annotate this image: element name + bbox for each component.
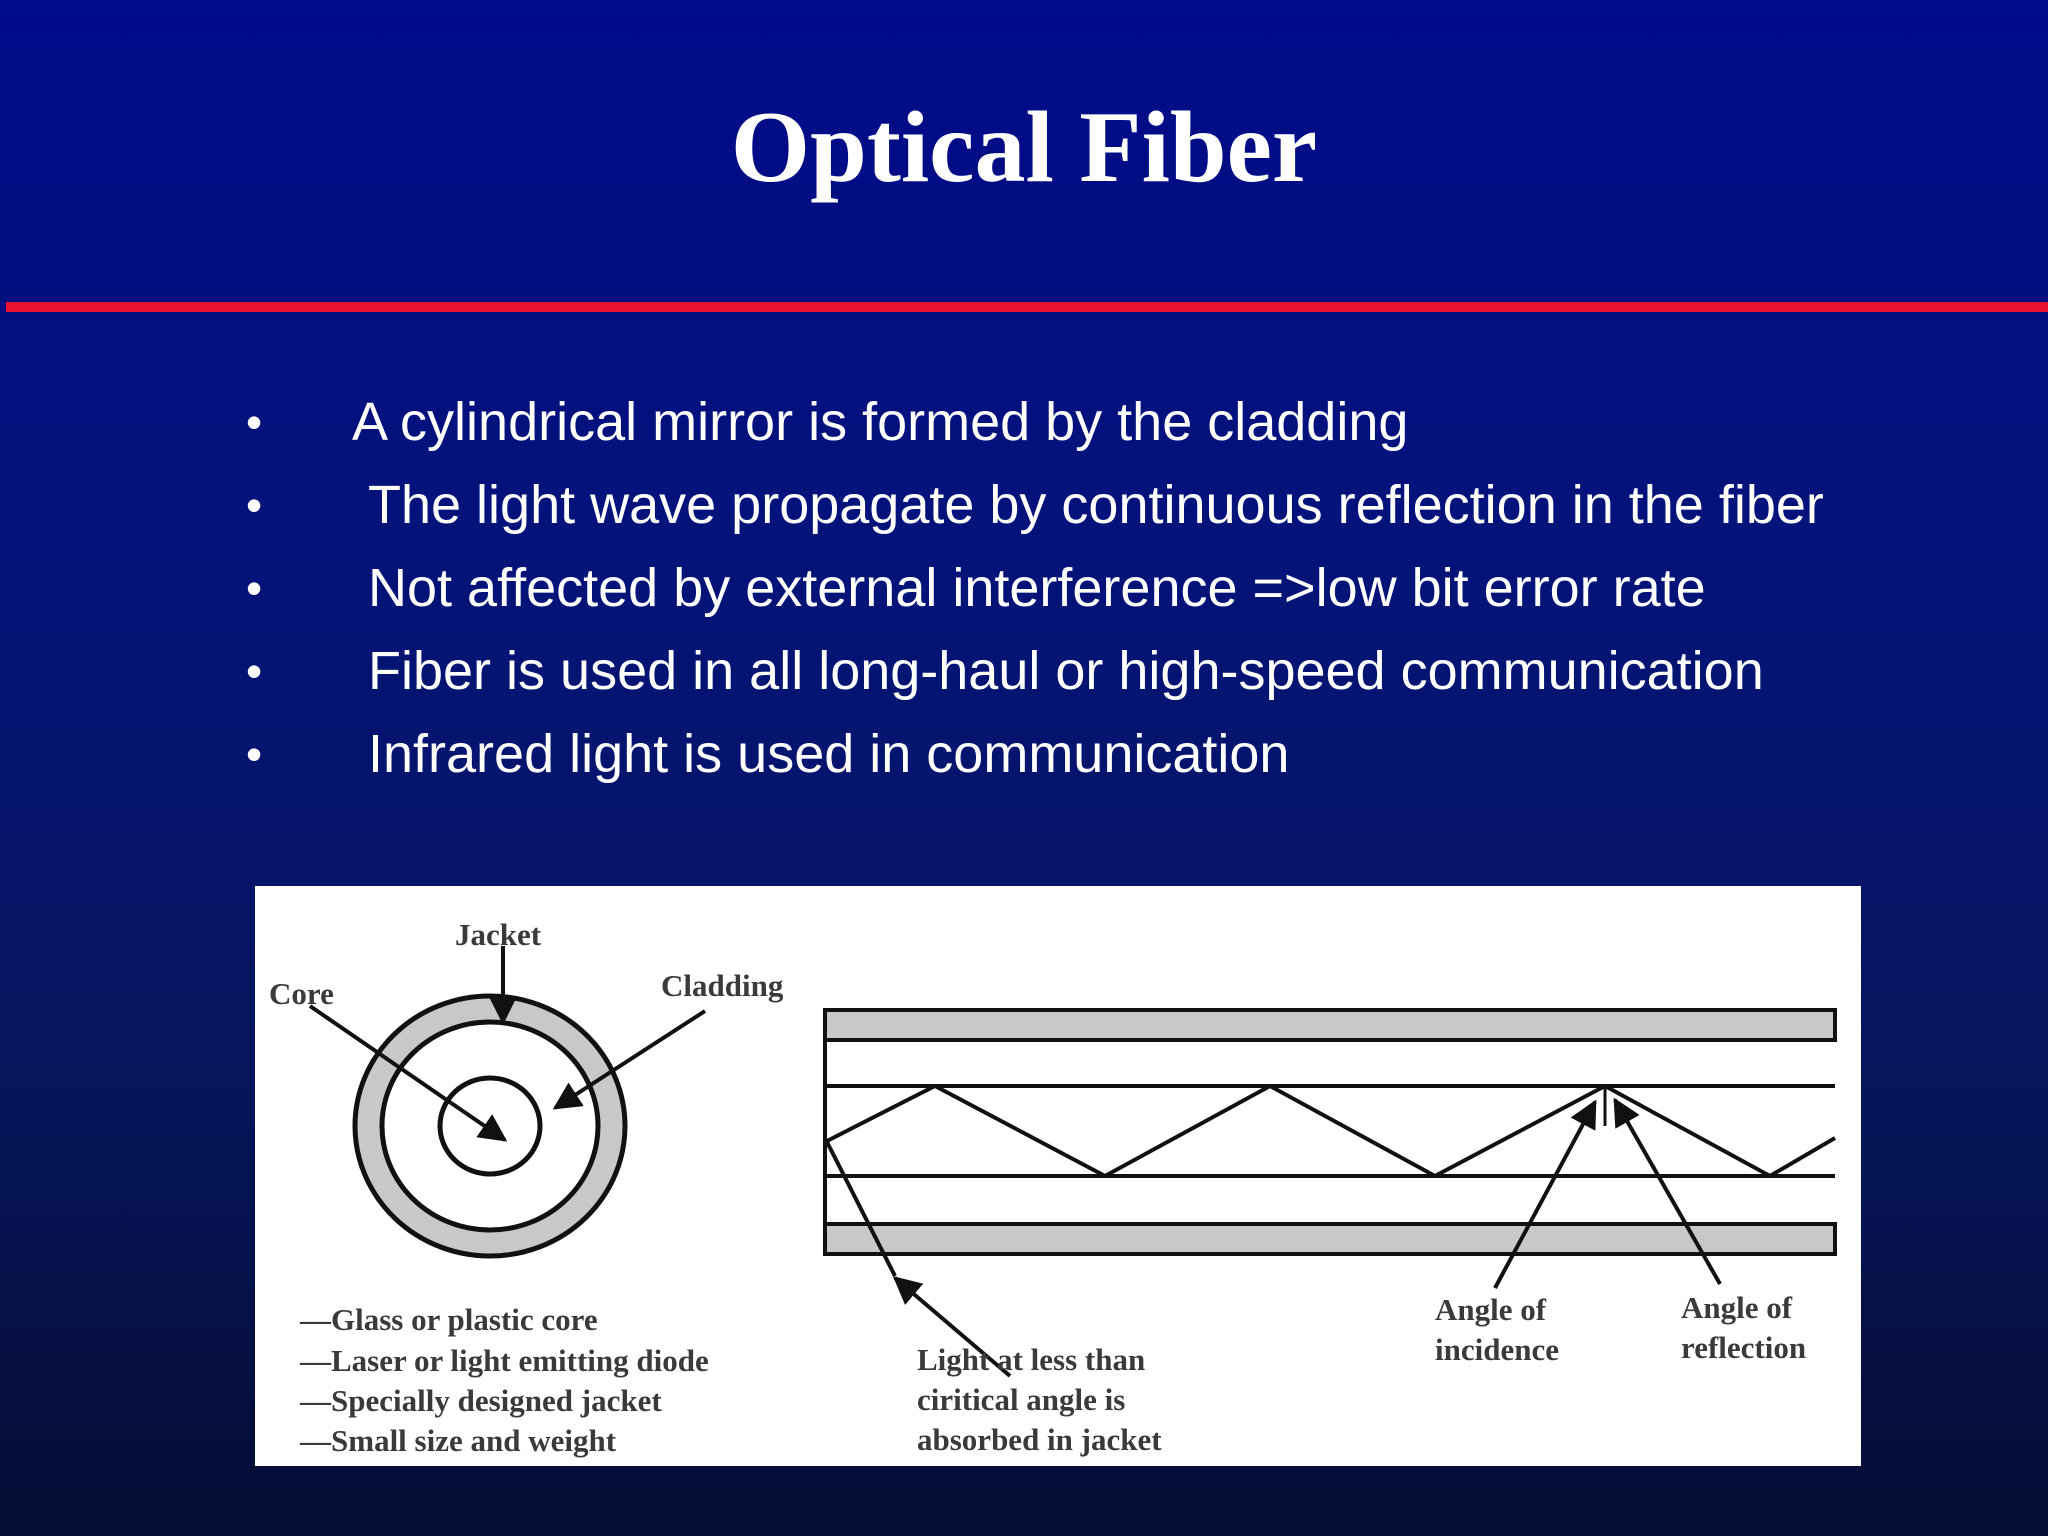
bullet-text: A cylindrical mirror is formed by the cl… [352, 392, 1409, 452]
bullet-icon: • [246, 728, 263, 780]
fiber-longitudinal-section [823, 1008, 1837, 1378]
bullet-text: Fiber is used in all long-haul or high-s… [368, 641, 1764, 701]
light-ray-path [824, 1083, 1837, 1179]
angle-reflection-label-line1: Angle of [1681, 1290, 1793, 1325]
fiber-diagram-drawing [308, 946, 1837, 1378]
incidence-arrow [1493, 1099, 1597, 1289]
bullet-item: • Not affected by external interference =… [240, 554, 1880, 622]
bullet-icon: • [246, 479, 263, 531]
bullet-list: • A cylindrical mirror is formed by the c… [240, 388, 1880, 803]
bullet-item: • A cylindrical mirror is formed by the c… [240, 388, 1880, 456]
absorbed-note-line: ciritical angle is [917, 1382, 1126, 1417]
bullet-text: Not affected by external interference =>… [368, 558, 1706, 618]
reflection-arrow [1613, 1097, 1722, 1285]
jacket-label: Jacket [455, 917, 542, 952]
absorbed-note-line: absorbed in jacket [917, 1422, 1162, 1457]
cladding-label: Cladding [661, 968, 784, 1003]
fiber-diagram: Jacket Core Cladding Angle of incidence … [255, 886, 1861, 1466]
angle-incidence-label-line2: incidence [1435, 1332, 1559, 1367]
title-divider [6, 302, 2048, 312]
feature-item: —Specially designed jacket [300, 1383, 662, 1418]
core-arrow [308, 1004, 508, 1142]
bullet-text: The light wave propagate by continuous r… [368, 475, 1824, 535]
bullet-icon: • [246, 562, 263, 614]
angle-incidence-label-line1: Angle of [1435, 1292, 1547, 1327]
angle-reflection-label-line2: reflection [1681, 1330, 1807, 1365]
core-circle [437, 1075, 543, 1177]
bullet-icon: • [246, 396, 263, 448]
jacket-top [823, 1008, 1837, 1042]
cladding-arrow [552, 1009, 707, 1110]
absorbed-ray [825, 1141, 897, 1277]
fiber-cross-section [308, 946, 707, 1259]
bullet-item: • The light wave propagate by continuous … [240, 471, 1880, 539]
bullet-item: • Fiber is used in all long-haul or high-… [240, 637, 1880, 705]
jacket-bottom [823, 1222, 1837, 1256]
core-label: Core [269, 976, 334, 1011]
bullet-text: Infrared light is used in communication [368, 724, 1290, 784]
slide-title: Optical Fiber [730, 91, 1318, 204]
bullet-item: • Infrared light is used in communication [240, 720, 1880, 788]
feature-item: —Small size and weight [300, 1423, 617, 1458]
feature-item: —Glass or plastic core [300, 1302, 598, 1337]
absorbed-note-line: Light at less than [917, 1342, 1146, 1377]
bullet-icon: • [246, 645, 263, 697]
absorbed-arrow [892, 1276, 1012, 1378]
feature-item: —Laser or light emitting diode [300, 1343, 709, 1378]
